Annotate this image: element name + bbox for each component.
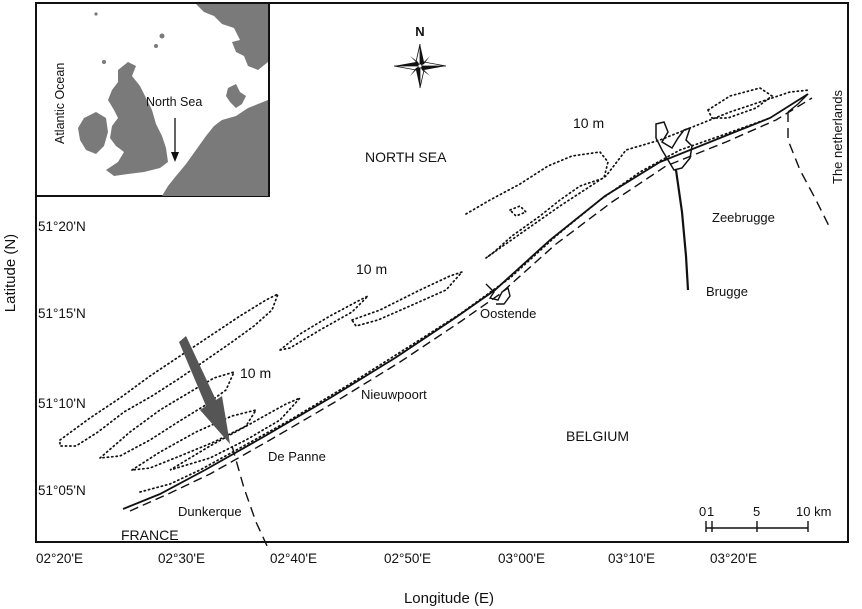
inset-continent [162,100,268,196]
inset-ireland [78,112,108,154]
y-tick-label: 51°05'N [38,483,86,498]
x-tick-label: 03°20'E [710,551,757,566]
inset-arrow-head [171,152,179,162]
study-area-arrow [179,336,230,444]
x-tick-label: 03°10'E [608,551,655,566]
x-tick-label: 02°40'E [270,551,317,566]
y-axis-ticks: 51°20'N 51°15'N 51°10'N 51°05'N [38,219,86,498]
isobath-zeebrugge-bank [706,87,774,119]
isobaths-10m [59,87,811,493]
scale-label-5: 5 [753,504,760,519]
coastline [122,93,809,510]
scale-bar: 0 1 5 10 km [699,504,831,532]
y-axis-title: Latitude (N) [2,234,19,312]
isobath-west-inner [97,370,236,460]
border-belgium-netherlands [787,112,831,229]
isobath-west-band [169,397,301,471]
x-tick-label: 02°50'E [384,551,431,566]
isobath-middle-bank [279,295,369,351]
depth-label-10m: 10 m [573,115,604,131]
isobath-small-bank [508,205,528,217]
inset-map: North Sea Atlantic Ocean [35,2,270,197]
label-netherlands: The netherlands [830,90,845,184]
label-zeebrugge: Zeebrugge [712,210,775,225]
label-de-panne: De Panne [268,449,326,464]
inset-island [94,12,98,16]
oostende-harbour [485,283,511,305]
y-tick-label: 51°15'N [38,306,86,321]
inset-denmark [226,84,246,108]
x-tick-label: 03°00'E [498,551,545,566]
inset-great-britain [106,62,168,176]
label-nieuwpoort: Nieuwpoort [361,387,427,402]
compass-north-label: N [415,24,424,39]
depth-label-10m: 10 m [240,365,271,381]
inset-label-north-sea: North Sea [146,95,202,109]
isobath-west-inner-2 [131,408,258,471]
coastline-offset [129,97,813,512]
x-tick-label: 02°20'E [36,551,83,566]
label-france: FRANCE [121,527,179,543]
scale-label-10km: 10 km [796,504,831,519]
inset-scandinavia [196,4,268,70]
x-axis-title: Longitude (E) [404,590,494,607]
inset-island [154,44,158,48]
inset-label-atlantic: Atlantic Ocean [53,63,67,144]
brugge-canal [674,169,690,291]
label-brugge: Brugge [706,284,748,299]
inset-island [159,33,165,39]
isobath-west-outer [59,292,280,447]
border-france-belgium [231,445,269,549]
y-tick-label: 51°20'N [38,219,86,234]
label-dunkerque: Dunkerque [178,504,242,519]
scale-label-1: 1 [707,504,714,519]
zeebrugge-harbour [655,121,693,171]
netherlands-coast [787,93,809,113]
compass-rose [393,43,447,89]
inset-island [102,60,106,64]
isobath-near-coast [139,117,771,493]
isobath-middle-bank-2 [350,270,465,327]
scale-label-0: 0 [699,504,706,519]
isobath-offshore-main [465,89,811,259]
depth-label-10m: 10 m [356,261,387,277]
x-axis-ticks: 02°20'E 02°30'E 02°40'E 02°50'E 03°00'E … [36,551,757,566]
label-north-sea: NORTH SEA [365,149,447,165]
label-belgium: BELGIUM [566,428,629,444]
y-tick-label: 51°10'N [38,396,86,411]
x-tick-label: 02°30'E [158,551,205,566]
label-oostende: Oostende [480,306,536,321]
